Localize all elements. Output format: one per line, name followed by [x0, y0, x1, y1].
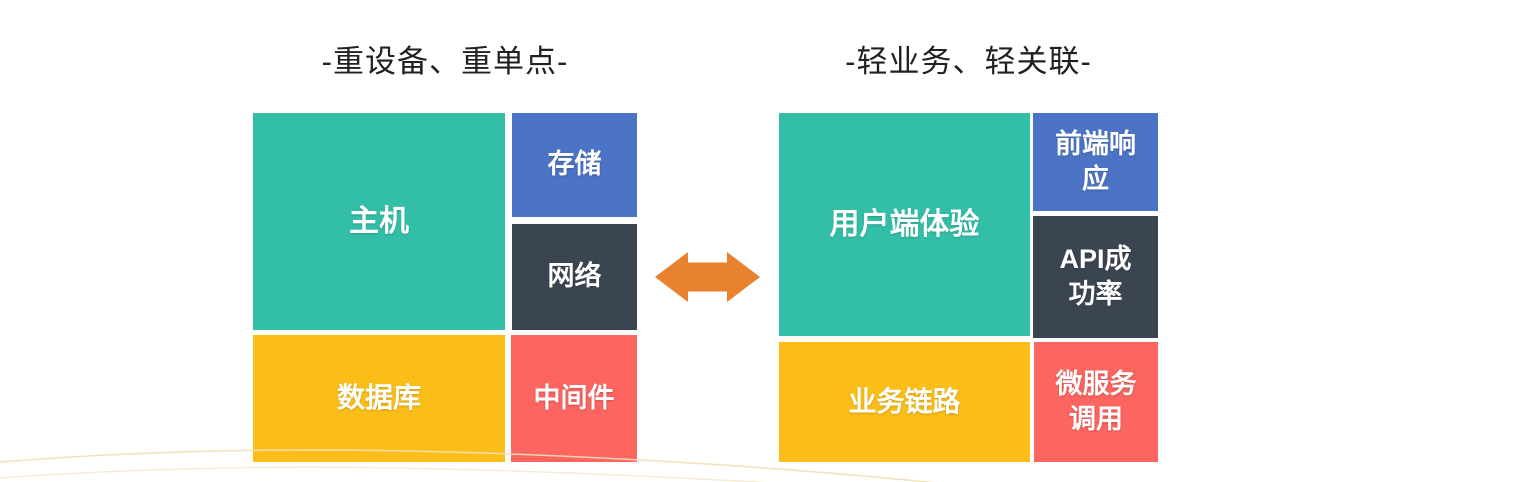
right-panel-title: -轻业务、轻关联-: [845, 44, 1092, 79]
block-middleware-label: 中间件: [533, 382, 615, 413]
block-database: 数据库: [253, 335, 505, 462]
right-panel: 用户端体验 前端响应 API成功率 业务链路 微服务调用: [779, 113, 1158, 462]
block-microservice-call-label: 微服务调用: [1055, 368, 1137, 434]
block-api-success-rate: API成功率: [1033, 216, 1158, 338]
block-database-label: 数据库: [336, 382, 421, 414]
block-host-label: 主机: [349, 205, 409, 238]
block-frontend-response: 前端响应: [1033, 113, 1158, 211]
block-storage-label: 存储: [547, 149, 602, 180]
block-business-chain-label: 业务链路: [848, 385, 961, 417]
block-business-chain: 业务链路: [779, 342, 1030, 462]
double-arrow-icon: [655, 252, 760, 302]
block-user-experience: 用户端体验: [779, 113, 1030, 336]
left-panel: 主机 存储 网络 数据库 中间件: [253, 113, 637, 462]
block-host: 主机: [253, 113, 505, 330]
block-network: 网络: [512, 224, 637, 330]
decorative-curves: [0, 412, 1521, 482]
block-user-experience-label: 用户端体验: [829, 208, 980, 241]
block-frontend-response-label: 前端响应: [1055, 128, 1136, 194]
block-microservice-call: 微服务调用: [1034, 342, 1158, 462]
left-panel-title: -重设备、重单点-: [321, 44, 569, 79]
block-middleware: 中间件: [511, 335, 637, 462]
block-network-label: 网络: [547, 261, 602, 292]
block-storage: 存储: [512, 113, 637, 217]
block-api-success-rate-label: API成功率: [1059, 243, 1132, 309]
